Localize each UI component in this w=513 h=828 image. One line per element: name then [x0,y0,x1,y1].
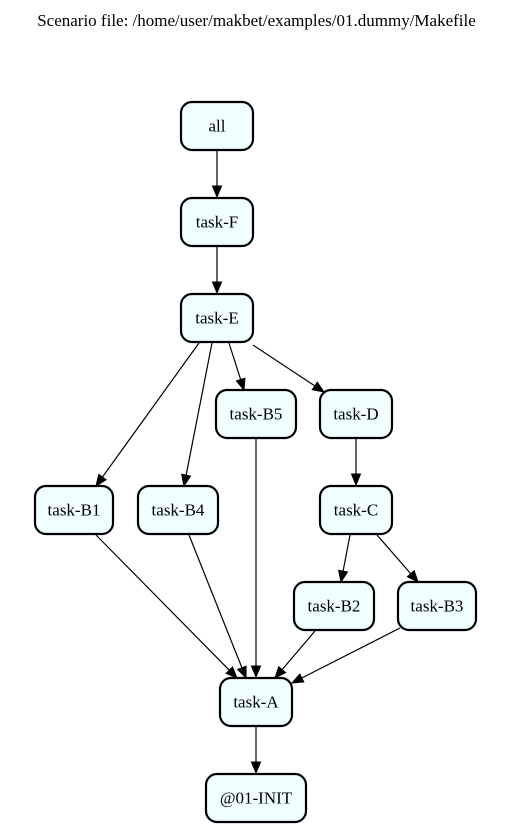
edge-line [342,534,351,572]
node-label: task-B1 [48,501,101,520]
edge-line [301,627,401,679]
node-label: task-F [196,213,239,232]
arrowhead [225,666,238,679]
edge-task-d-to-task-c [350,439,362,487]
edge-task-c-to-task-b3 [376,534,419,583]
node-box [318,484,394,536]
edge-line [228,342,242,380]
edge-line [376,534,412,575]
node-box [218,676,294,728]
arrowhead [250,761,262,775]
node-task-f: task-F [179,196,255,248]
node-task-b5: task-B5 [214,388,298,440]
arrowhead [337,569,349,584]
edge-line [252,344,316,387]
edge-line [281,630,316,671]
node-box [33,484,115,536]
node-label: task-B4 [152,501,205,520]
node-box [318,388,394,440]
node-box [179,292,255,344]
edge-task-b5-to-task-a [250,439,262,679]
edge-task-b3-to-task-a [290,627,401,684]
scenario-file-caption: Scenario file: /home/user/makbet/example… [37,11,476,30]
edge-task-f-to-task-e [211,247,223,295]
arrowhead [95,473,107,488]
node-box [204,772,308,824]
node-task-b1: task-B1 [33,484,115,536]
node-label: task-B3 [411,597,464,616]
edges-layer [95,151,419,775]
node-label: task-C [334,501,378,520]
arrowhead [274,665,287,680]
nodes-layer: all task-F task-E task-B5 task-D task-B1 task-… [33,100,478,824]
node-task-d: task-D [318,388,394,440]
node-task-b3: task-B3 [396,580,478,632]
node-task-e: task-E [179,292,255,344]
arrowhead [311,381,326,393]
arrowhead [290,673,305,684]
edge-task-b4-to-task-a [188,534,247,680]
arrowhead [181,473,192,488]
edge-task-e-to-task-b1 [95,342,200,488]
arrowhead [211,281,223,295]
node-label: task-B2 [308,597,361,616]
node-label: task-B5 [230,405,283,424]
arrowhead [250,665,262,679]
node-box [214,388,298,440]
node-box [179,100,255,152]
node-box [136,484,220,536]
node-box [179,196,255,248]
node-task-b4: task-B4 [136,484,220,536]
edge-line [188,534,243,669]
edge-task-e-to-task-b4 [181,342,213,488]
arrowhead [236,665,247,680]
edge-task-e-to-task-d [252,344,326,393]
node-01-init: @01-INIT [204,772,308,824]
node-label: task-A [233,693,279,712]
edge-line [101,342,200,478]
node-label: all [209,117,226,136]
node-all: all [179,100,255,152]
edge-task-a-to-01-init [250,727,262,775]
edge-task-c-to-task-b2 [337,534,351,584]
node-box [396,580,478,632]
edge-line [185,342,213,476]
edge-line [95,534,230,671]
node-task-b2: task-B2 [292,580,376,632]
node-box [292,580,376,632]
arrowhead [235,377,246,392]
edge-task-b1-to-task-a [95,534,238,679]
edge-all-to-task-f [211,151,223,199]
node-label: @01-INIT [220,789,293,808]
arrowhead [406,569,419,583]
arrowhead [211,185,223,199]
node-label: task-E [195,309,238,328]
edge-task-b2-to-task-a [274,630,316,680]
node-task-a: task-A [218,676,294,728]
node-task-c: task-C [318,484,394,536]
edge-task-e-to-task-b5 [228,342,246,392]
node-label: task-D [333,405,378,424]
arrowhead [350,473,362,487]
